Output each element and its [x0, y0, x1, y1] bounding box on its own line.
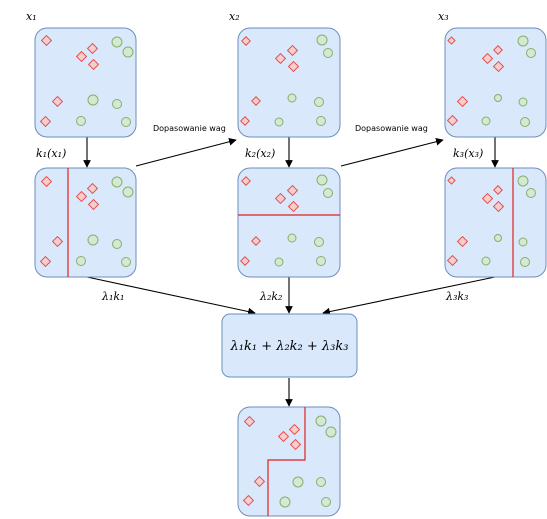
arrow-k3-to-combination [322, 276, 496, 316]
arrows [83, 137, 499, 407]
label-weight-adjust-1: Dopasowanie wag [153, 124, 226, 133]
combination-formula: λ₁k₁ + λ₂k₂ + λ₃k₃ [230, 339, 349, 354]
label-k3x3: k₃(x₃) [453, 147, 483, 160]
arrow-weight-adjust-1 [135, 138, 237, 167]
label-x1: x₁ [26, 10, 37, 23]
combination-box: λ₁k₁ + λ₂k₂ + λ₃k₃ [221, 313, 358, 378]
classifier-box-k2 [237, 167, 341, 278]
arrow-k1-to-combination [86, 276, 256, 316]
class-a-points [39, 34, 100, 128]
class-b-points [76, 36, 134, 127]
dataset-box-x2 [237, 27, 341, 138]
label-x2: x₂ [229, 10, 240, 23]
classifier-box-k3 [444, 167, 547, 278]
label-x3: x₃ [438, 10, 449, 23]
label-k2x2: k₂(x₂) [245, 147, 275, 160]
label-k1x1: k₁(x₁) [36, 147, 66, 160]
label-lambda1k1: λ₁k₁ [101, 290, 124, 303]
classifier-box-k1 [34, 167, 137, 278]
label-weight-adjust-2: Dopasowanie wag [355, 124, 428, 133]
dataset-box-x1 [34, 27, 137, 138]
result-box [237, 406, 341, 517]
combined-decision-boundary [267, 407, 306, 516]
arrow-weight-adjust-2 [340, 137, 444, 167]
label-lambda2k2: λ₂k₂ [259, 290, 282, 303]
dataset-box-x3 [444, 27, 547, 138]
label-lambda3k3: λ₃k₃ [445, 290, 468, 303]
